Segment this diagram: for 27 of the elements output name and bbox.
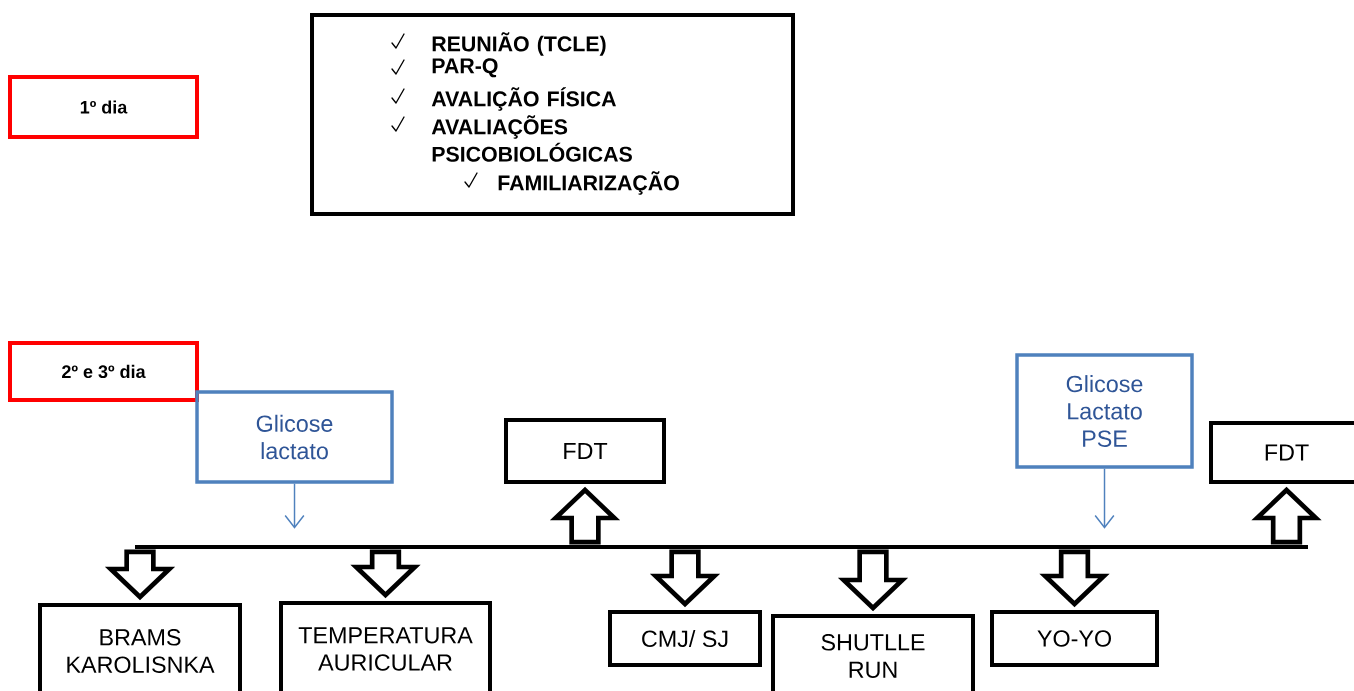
test-box: SHUTLLE RUN	[771, 614, 975, 691]
day-label-box: 1º dia	[8, 75, 199, 139]
day-label-box: 2º e 3º dia	[8, 341, 199, 402]
block-arrow	[549, 486, 621, 545]
block-arrow	[837, 549, 909, 612]
block-arrow	[104, 549, 176, 601]
checklist-box	[310, 13, 795, 216]
measurement-box: Glicose Lactato PSE	[1015, 353, 1194, 469]
list-item: AVALIAÇÕES PSICOBIOLÓGICAS	[431, 115, 632, 162]
list-item: FAMILIARIZAÇÃO	[498, 171, 679, 195]
test-box: BRAMS KAROLISNKA	[38, 603, 242, 691]
measurement-box: Glicose lactato	[195, 390, 394, 484]
arrow	[1094, 468, 1115, 529]
test-box: FDT	[504, 418, 666, 484]
block-arrow	[350, 549, 421, 599]
test-box: CMJ/ SJ	[608, 610, 762, 667]
test-box: YO-YO	[990, 610, 1159, 667]
arrow	[284, 483, 305, 529]
test-box: FDT	[1209, 421, 1354, 484]
test-box: TEMPERATURA AURICULAR	[279, 601, 492, 691]
list-item: PAR-Q	[432, 58, 498, 78]
list-item: AVALIÇÃO FÍSICA	[431, 87, 616, 111]
list-item: REUNIÃO (TCLE)	[432, 32, 606, 56]
block-arrow	[1039, 549, 1110, 608]
block-arrow	[649, 549, 721, 608]
timeline-bar	[135, 545, 1308, 549]
block-arrow	[1251, 486, 1322, 545]
